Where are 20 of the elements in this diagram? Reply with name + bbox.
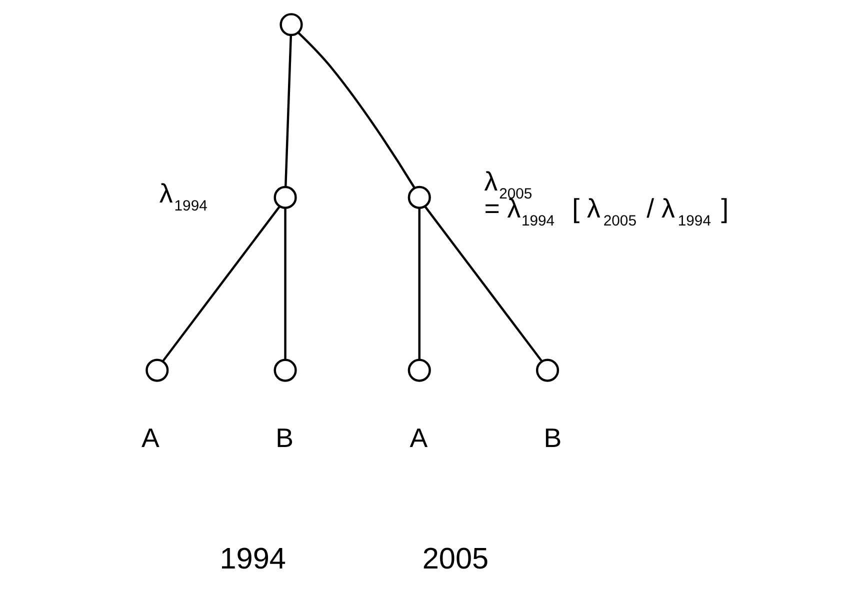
label: 2005: [422, 542, 489, 576]
connector: [424, 206, 543, 362]
node-circle: [280, 13, 303, 36]
node-circle: [146, 358, 169, 382]
node-circle: [408, 186, 431, 209]
node-label: λ$_{1994}$: [159, 178, 208, 215]
node-label: B: [544, 422, 562, 453]
label: 1994: [220, 542, 286, 576]
node-circle: [274, 358, 297, 382]
connector: [298, 32, 416, 189]
connector: [284, 35, 292, 187]
connector: [162, 206, 280, 362]
node-circle: [536, 358, 560, 382]
node-label: A: [410, 422, 428, 453]
node-label: A: [142, 422, 160, 453]
node-label: B: [276, 422, 294, 453]
connector: [418, 208, 420, 360]
connector: [284, 208, 286, 360]
node-circle: [274, 186, 297, 209]
node-circle: [408, 358, 431, 382]
